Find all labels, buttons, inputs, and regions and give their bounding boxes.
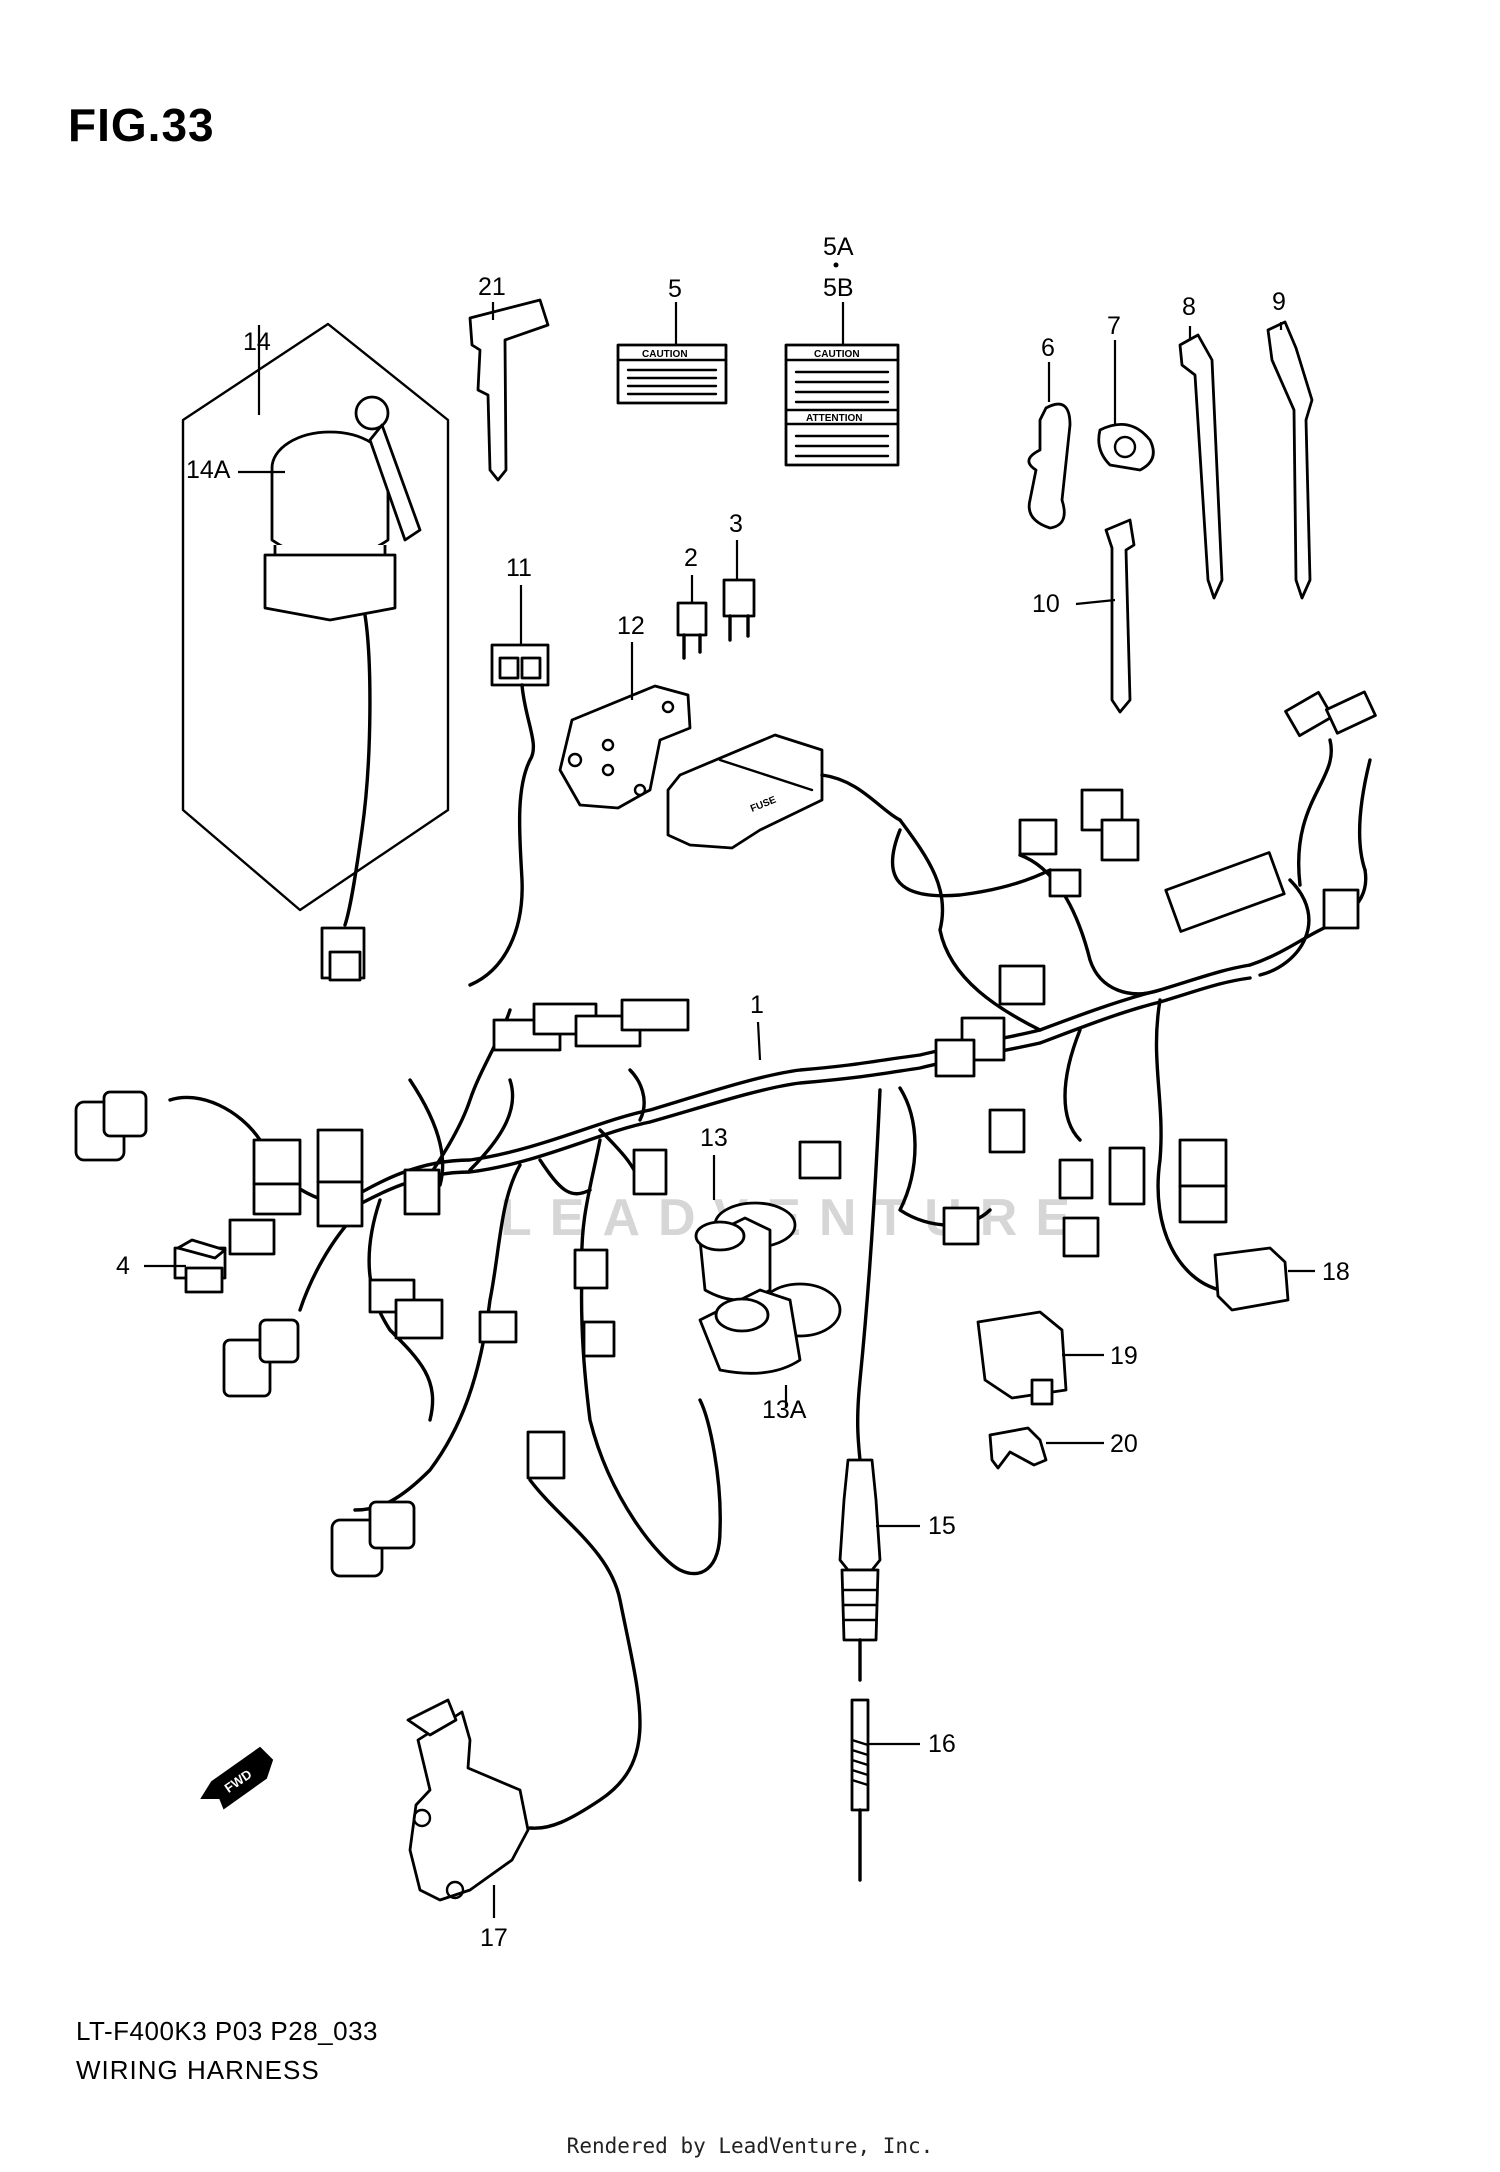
callout-1: 1 bbox=[750, 991, 764, 1019]
callout-6: 6 bbox=[1041, 334, 1055, 362]
callout-13a: 13A bbox=[762, 1396, 807, 1424]
forward-arrow: FWD bbox=[200, 1746, 274, 1810]
relay-19 bbox=[976, 1310, 1068, 1406]
callout-17: 17 bbox=[480, 1924, 508, 1952]
leader-lines bbox=[144, 302, 1315, 1918]
harness-connectors bbox=[74, 690, 1377, 1578]
sensor-15 bbox=[838, 1458, 882, 1682]
callout-7: 7 bbox=[1107, 312, 1121, 340]
callout-5a: 5A bbox=[823, 233, 854, 261]
bracket-12 bbox=[558, 684, 692, 810]
callout-21: 21 bbox=[478, 273, 506, 301]
callout-10: 10 bbox=[1032, 590, 1060, 618]
fuse-box: FUSE bbox=[666, 733, 902, 850]
callout-19: 19 bbox=[1110, 1342, 1138, 1370]
clamps-and-ties bbox=[1027, 320, 1314, 714]
callout-9: 9 bbox=[1272, 288, 1286, 316]
ignition-key bbox=[468, 298, 550, 482]
callout-15: 15 bbox=[928, 1512, 956, 1540]
fuses bbox=[676, 578, 756, 660]
callout-13: 13 bbox=[700, 1124, 728, 1152]
callout-8: 8 bbox=[1182, 293, 1196, 321]
caution-attention-label-5b: CAUTION ATTENTION bbox=[784, 343, 900, 467]
attention-text-5b: ATTENTION bbox=[806, 413, 862, 424]
callout-14a: 14A bbox=[186, 456, 231, 484]
callout-20: 20 bbox=[1110, 1430, 1138, 1458]
diagram-name: WIRING HARNESS bbox=[76, 2055, 320, 2085]
callout-12: 12 bbox=[617, 612, 645, 640]
connector-4 bbox=[184, 1266, 224, 1294]
callout-labels: 14 14A 21 5 5A 5B 6 7 8 9 10 2 3 11 12 1… bbox=[116, 233, 1350, 1952]
tube-16 bbox=[850, 1698, 870, 1882]
callout-5: 5 bbox=[668, 275, 682, 303]
callout-18: 18 bbox=[1322, 1258, 1350, 1286]
connector-11 bbox=[468, 643, 550, 987]
caution-text-5b: CAUTION bbox=[814, 349, 860, 360]
switch-17 bbox=[406, 1478, 642, 1902]
callout-14: 14 bbox=[243, 328, 271, 356]
model-code: LT-F400K3 P03 P28_033 bbox=[76, 2016, 379, 2046]
switch-13 bbox=[694, 1201, 797, 1302]
switch-13a bbox=[698, 1282, 842, 1375]
ignition-switch-assembly bbox=[181, 322, 450, 982]
callout-dot-5a-5b bbox=[833, 262, 839, 268]
callout-16: 16 bbox=[928, 1730, 956, 1758]
bracket-20 bbox=[988, 1426, 1048, 1470]
callout-5b: 5B bbox=[823, 274, 854, 302]
caution-label-5: CAUTION bbox=[616, 343, 728, 405]
figure-title: FIG.33 bbox=[68, 99, 215, 151]
caution-text-5: CAUTION bbox=[642, 349, 688, 360]
rendered-by-credit: Rendered by LeadVenture, Inc. bbox=[566, 2134, 934, 2158]
callout-4: 4 bbox=[116, 1252, 130, 1280]
relay-18 bbox=[1213, 1246, 1290, 1312]
callout-3: 3 bbox=[729, 510, 743, 538]
callout-2: 2 bbox=[684, 544, 698, 572]
callout-11: 11 bbox=[506, 554, 532, 582]
